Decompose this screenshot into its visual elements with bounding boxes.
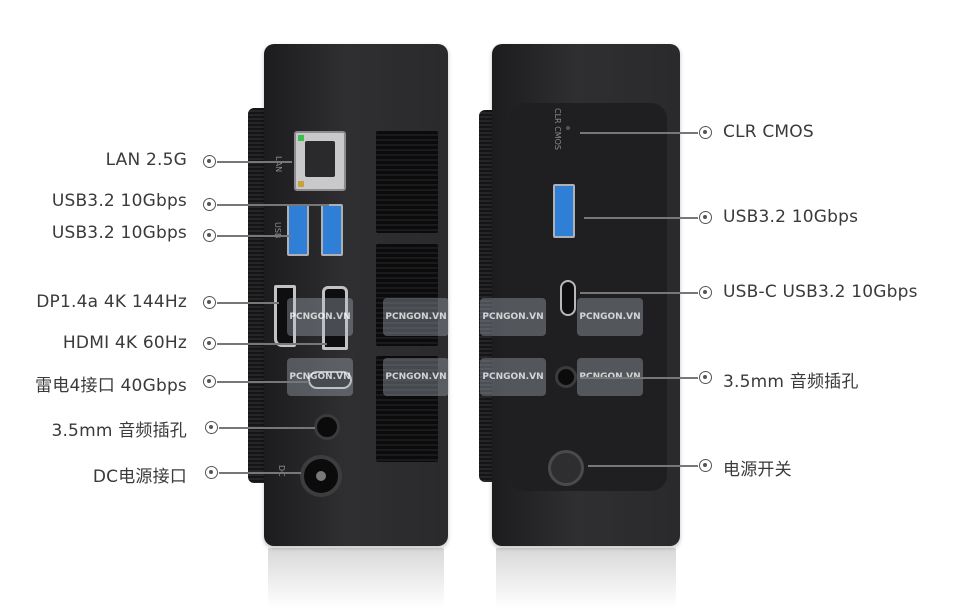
watermark: PCNGON.VN — [383, 358, 449, 396]
lan-marking: LAN — [274, 156, 283, 173]
label-dp: DP1.4a 4K 144Hz — [36, 292, 187, 312]
callout-line — [217, 343, 327, 345]
callout-dot-icon — [203, 155, 216, 168]
clr-cmos-hole-icon — [566, 126, 570, 130]
label-lan: LAN 2.5G — [105, 150, 187, 170]
callout-line — [580, 292, 698, 294]
callout-dot-icon — [699, 126, 712, 139]
audio-jack-icon — [314, 414, 340, 440]
callout-line — [217, 204, 329, 206]
label-usb-2: USB3.2 10Gbps — [51, 223, 187, 243]
label-thunderbolt: 雷电4接口 40Gbps — [35, 376, 187, 396]
callout-line — [219, 427, 315, 429]
usb-c-port-icon — [308, 371, 352, 389]
displayport-icon — [274, 285, 296, 347]
right-device-reflection — [496, 548, 676, 608]
callout-line — [580, 377, 698, 379]
hdmi-port-icon — [322, 286, 348, 350]
watermark: PCNGON.VN — [480, 358, 546, 396]
ethernet-port-icon — [294, 131, 346, 191]
label-front-usb: USB3.2 10Gbps — [723, 207, 859, 227]
label-front-audio: 3.5mm 音频插孔 — [723, 372, 859, 392]
watermark: PCNGON.VN — [480, 298, 546, 336]
callout-dot-icon — [203, 229, 216, 242]
label-audio: 3.5mm 音频插孔 — [51, 421, 187, 441]
right-panel-inset — [509, 103, 667, 491]
label-hdmi: HDMI 4K 60Hz — [62, 333, 187, 353]
callout-line — [588, 465, 698, 467]
dc-jack-icon — [300, 455, 342, 497]
callout-dot-icon — [205, 466, 218, 479]
left-device-reflection — [268, 548, 444, 608]
watermark: PCNGON.VN — [287, 358, 353, 396]
callout-dot-icon — [203, 337, 216, 350]
clr-cmos-marking: CLR CMOS — [553, 108, 562, 151]
watermark: PCNGON.VN — [287, 298, 353, 336]
callout-line — [219, 472, 301, 474]
callout-dot-icon — [203, 198, 216, 211]
callout-dot-icon — [205, 421, 218, 434]
usb-a-port-icon — [287, 204, 309, 256]
callout-dot-icon — [203, 375, 216, 388]
callout-line — [217, 302, 279, 304]
usb-a-port-icon — [553, 184, 575, 238]
label-front-usb-c: USB-C USB3.2 10Gbps — [723, 282, 918, 302]
watermark: PCNGON.VN — [577, 298, 643, 336]
callout-dot-icon — [699, 211, 712, 224]
label-usb-1: USB3.2 10Gbps — [51, 191, 187, 211]
callout-line — [217, 381, 309, 383]
callout-dot-icon — [203, 296, 216, 309]
label-clr-cmos: CLR CMOS — [723, 122, 814, 142]
label-dc: DC电源接口 — [92, 467, 187, 487]
left-vent-top — [376, 131, 438, 233]
left-vent-bottom — [376, 356, 438, 462]
callout-line — [580, 132, 698, 134]
label-power-switch: 电源开关 — [723, 460, 792, 480]
callout-dot-icon — [699, 286, 712, 299]
watermark: PCNGON.VN — [383, 298, 449, 336]
usb-c-port-icon — [560, 280, 576, 316]
dc-marking: DC — [277, 465, 286, 477]
callout-dot-icon — [699, 459, 712, 472]
callout-line — [217, 235, 292, 237]
usb-a-port-icon — [321, 204, 343, 256]
callout-line — [584, 217, 698, 219]
audio-jack-icon — [555, 366, 577, 388]
left-vent-middle — [376, 244, 438, 346]
callout-line — [217, 161, 292, 163]
callout-dot-icon — [699, 371, 712, 384]
power-button-icon[interactable] — [548, 450, 584, 486]
